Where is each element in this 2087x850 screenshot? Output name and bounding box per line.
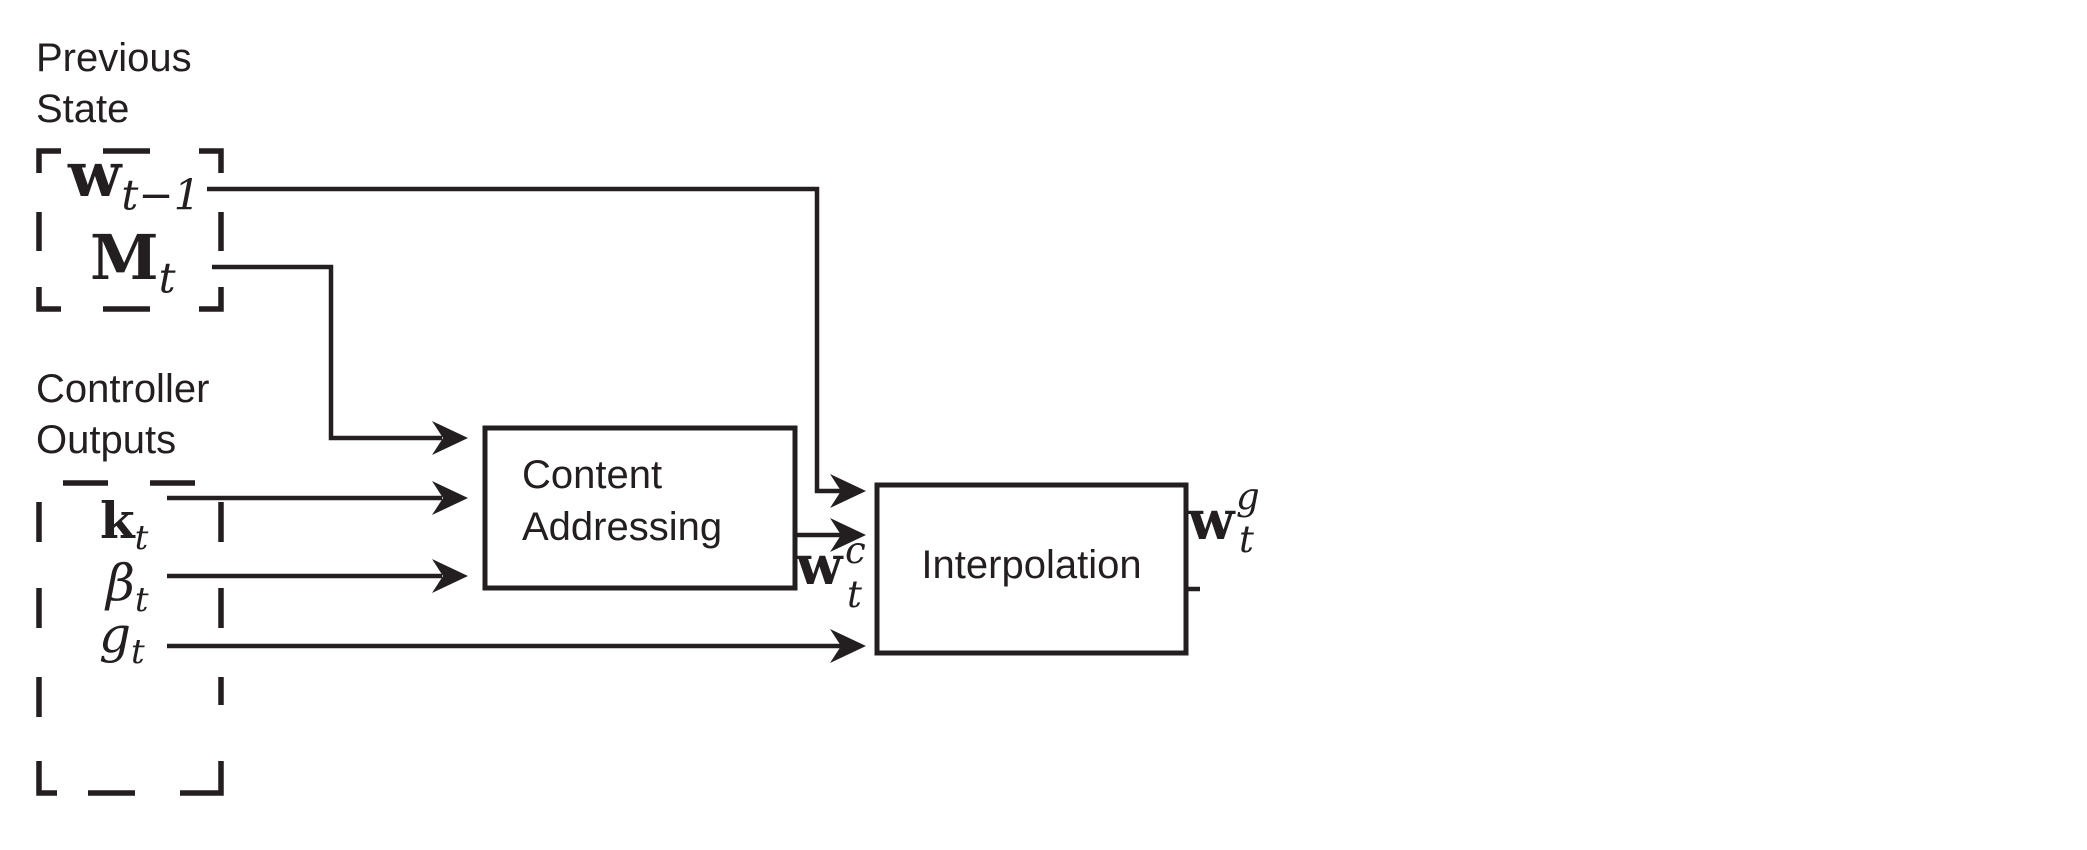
symbol-w-gated-sub: t: [1239, 518, 1254, 561]
arrowhead-wc: [830, 518, 866, 552]
symbol-w-prev: wt−1: [68, 144, 200, 216]
content-addressing-line2: Addressing: [522, 505, 723, 549]
interpolation-label: Interpolation: [921, 543, 1142, 587]
previous-state-label: Previous State: [36, 33, 192, 135]
symbol-memory-base: M: [90, 221, 159, 294]
content-addressing-label: Content Addressing: [522, 449, 722, 553]
symbol-memory: Mt: [90, 227, 176, 299]
controller-outputs-line2: Outputs: [36, 418, 177, 462]
symbol-key-strength-base: β: [106, 554, 135, 612]
content-addressing-box: [482, 425, 798, 591]
symbol-w-content-base: w: [796, 533, 843, 597]
controller-outputs-line1: Controller: [36, 367, 210, 411]
symbol-memory-sub: t: [158, 253, 176, 303]
arrowhead-key: [432, 481, 468, 515]
symbol-key-base: k: [100, 491, 135, 550]
interpolation-box: [874, 482, 1189, 656]
controller-outputs-label: Controller Outputs: [36, 364, 209, 466]
arrowheads: [432, 421, 866, 663]
symbol-w-gated-base: w: [1188, 488, 1235, 552]
symbol-w-prev-base: w: [68, 138, 122, 211]
content-addressing-line1: Content: [522, 453, 663, 497]
symbol-gate-sub: t: [131, 632, 145, 672]
arrowhead-key-strength: [432, 559, 468, 593]
previous-state-line2: State: [36, 87, 130, 131]
symbol-w-prev-sub: t−1: [121, 170, 201, 220]
symbol-key-sub: t: [134, 518, 149, 558]
previous-state-dashed-box: [36, 148, 224, 312]
arrowhead-wprev: [830, 474, 866, 508]
symbol-key: kt: [100, 496, 148, 556]
controller-outputs-dashed-box: [36, 480, 224, 796]
symbol-key-strength-sub: t: [134, 580, 149, 620]
symbol-w-gated-sup: g: [1236, 475, 1260, 518]
memory-connector-line: [212, 264, 442, 441]
symbol-gate-base: g: [99, 606, 132, 664]
symbol-key-strength: βt: [106, 558, 149, 617]
wprev-connector-line: [207, 186, 842, 494]
symbol-w-content-sub: t: [847, 573, 862, 616]
arrowhead-memory: [432, 421, 468, 455]
arrowhead-gate: [830, 629, 866, 663]
symbol-gate: gt: [99, 610, 145, 669]
symbol-w-content-sup: c: [845, 529, 866, 572]
previous-state-line1: Previous: [36, 36, 192, 80]
